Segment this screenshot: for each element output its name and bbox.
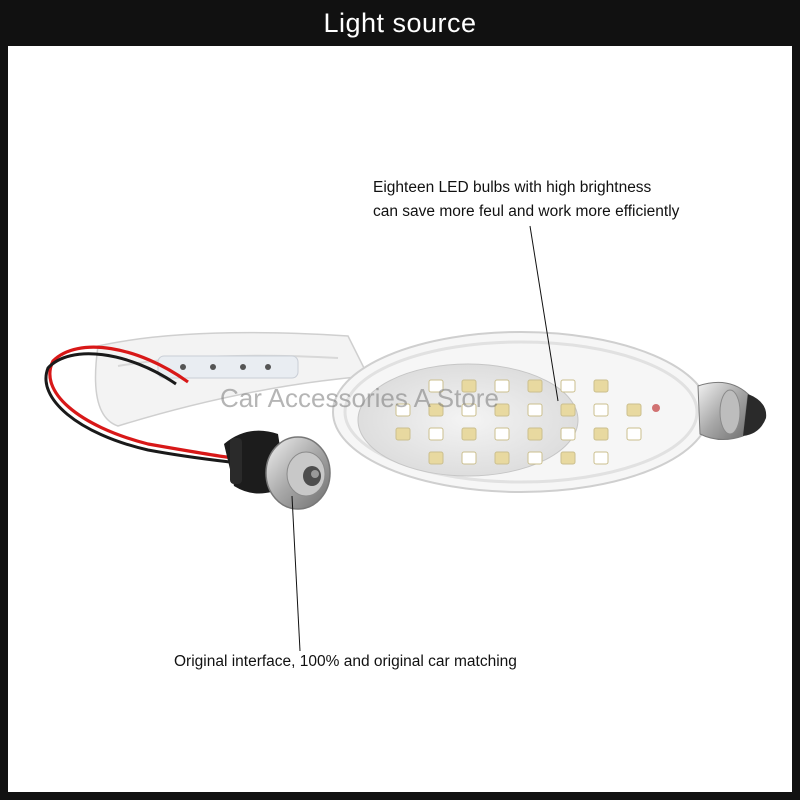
right-bulb-socket [697,381,767,440]
led-chip [461,427,477,441]
led-chip [626,427,642,441]
led-chip [593,451,609,465]
led-chip [395,427,411,441]
led-array [395,379,642,465]
interface-callout: Original interface, 100% and original ca… [174,653,517,670]
led-chip [494,427,510,441]
led-chip [428,451,444,465]
product-photo: Car Accessories A Store Eighteen LED bul… [8,46,792,792]
led-chip [560,451,576,465]
watermark-text: Car Accessories A Store [220,383,499,413]
led-chip [494,379,510,393]
led-chip [527,451,543,465]
wire-harness [44,345,234,464]
front-oval-lamp [332,331,710,493]
led-chip [428,427,444,441]
led-chip [428,379,444,393]
led-chip [461,403,477,417]
rear-led-board [157,355,299,379]
led-callout-line-2: can save more feul and work more efficie… [373,203,680,220]
led-chip [428,403,444,417]
page-title: Light source [323,7,477,38]
led-chip [560,427,576,441]
led-chip [527,379,543,393]
led-chip [593,379,609,393]
led-chip [395,403,411,417]
top-pointer-line [529,225,559,402]
led-chip [593,403,609,417]
led-chip [494,403,510,417]
title-bar: Light source [0,0,800,46]
led-chip [461,379,477,393]
led-callout-line-1: Eighteen LED bulbs with high brightness [373,179,652,196]
led-chip [626,403,642,417]
rear-lamp-housing [94,331,370,427]
left-bulb-socket [224,430,331,510]
led-chip [494,451,510,465]
led-chip [593,427,609,441]
led-chip [527,403,543,417]
bottom-pointer-line [291,495,301,652]
led-chip [560,379,576,393]
led-chip [560,403,576,417]
led-light-illustration [44,225,767,652]
led-chip [527,427,543,441]
led-chip [461,451,477,465]
led-callout: Eighteen LED bulbs with high brightness … [373,176,679,224]
